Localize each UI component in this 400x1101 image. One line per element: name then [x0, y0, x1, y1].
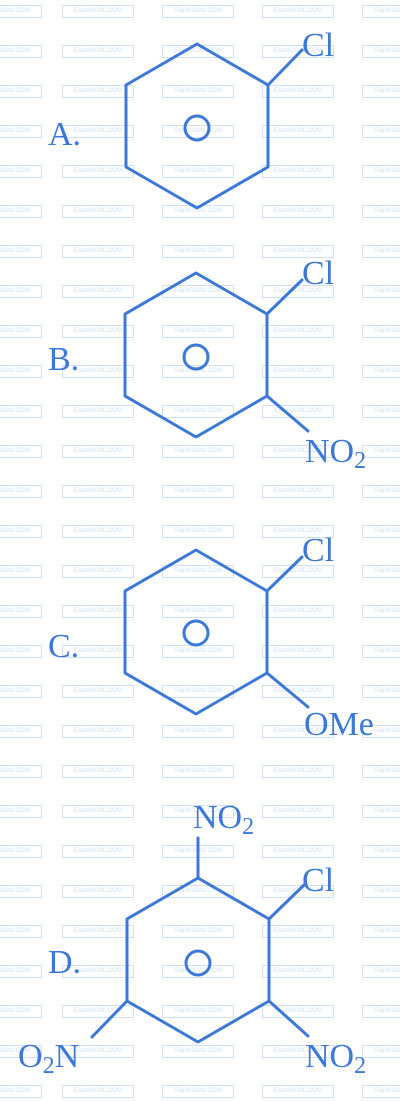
option-d-o2n-subscript: 2 [43, 1053, 55, 1079]
option-d-letter: D. [48, 944, 81, 981]
option-b-no2-main: NO [305, 433, 354, 470]
option-c-cl-bond [265, 555, 304, 593]
option-d-no2-right-label: NO2 [305, 1038, 366, 1079]
option-c[interactable]: C. Cl OMe [48, 532, 374, 743]
option-b-no2-label: NO2 [305, 433, 366, 474]
option-d-o2n-n: N [55, 1038, 80, 1075]
option-d-no2-right-subscript: 2 [354, 1053, 366, 1079]
option-b-cl-bond [265, 278, 304, 316]
option-d[interactable]: D. NO2 Cl O2N NO2 [18, 799, 366, 1079]
option-c-cl-label: Cl [302, 532, 334, 569]
option-b-no2-bond [265, 394, 310, 433]
option-d-no2-top-main: NO [193, 799, 242, 836]
option-c-aromatic-circle [182, 619, 210, 647]
option-b-letter: B. [48, 341, 79, 378]
option-a-cl-label: Cl [302, 27, 334, 64]
option-d-no2-right-bond [267, 999, 310, 1038]
option-b-benzene-ring [123, 271, 269, 439]
option-b-aromatic-circle [182, 343, 210, 371]
option-c-benzene-ring [123, 548, 269, 716]
option-d-o2n-bond [90, 999, 129, 1039]
option-d-no2-right-main: NO [305, 1038, 354, 1075]
option-d-aromatic-circle [184, 949, 212, 977]
option-d-no2-top-label: NO2 [193, 799, 254, 840]
option-a-letter: A. [48, 116, 81, 153]
option-b-cl-label: Cl [302, 255, 334, 292]
option-d-benzene-ring [125, 876, 271, 1044]
option-c-ome-bond [265, 671, 310, 709]
option-d-cl-label: Cl [302, 862, 334, 899]
option-a-benzene-ring [124, 42, 270, 210]
option-a[interactable]: A. Cl [48, 27, 334, 210]
option-d-no2-top-subscript: 2 [242, 814, 254, 840]
option-d-cl-bond [267, 883, 306, 921]
option-a-aromatic-circle [183, 114, 211, 142]
option-c-letter: C. [48, 628, 79, 665]
option-b[interactable]: B. Cl NO2 [48, 255, 366, 474]
option-b-no2-subscript: 2 [354, 448, 366, 474]
option-d-o2n-o: O [18, 1038, 43, 1075]
option-d-o2n-label: O2N [18, 1038, 79, 1079]
option-c-ome-label: OMe [304, 706, 374, 743]
option-a-cl-bond [266, 48, 304, 87]
